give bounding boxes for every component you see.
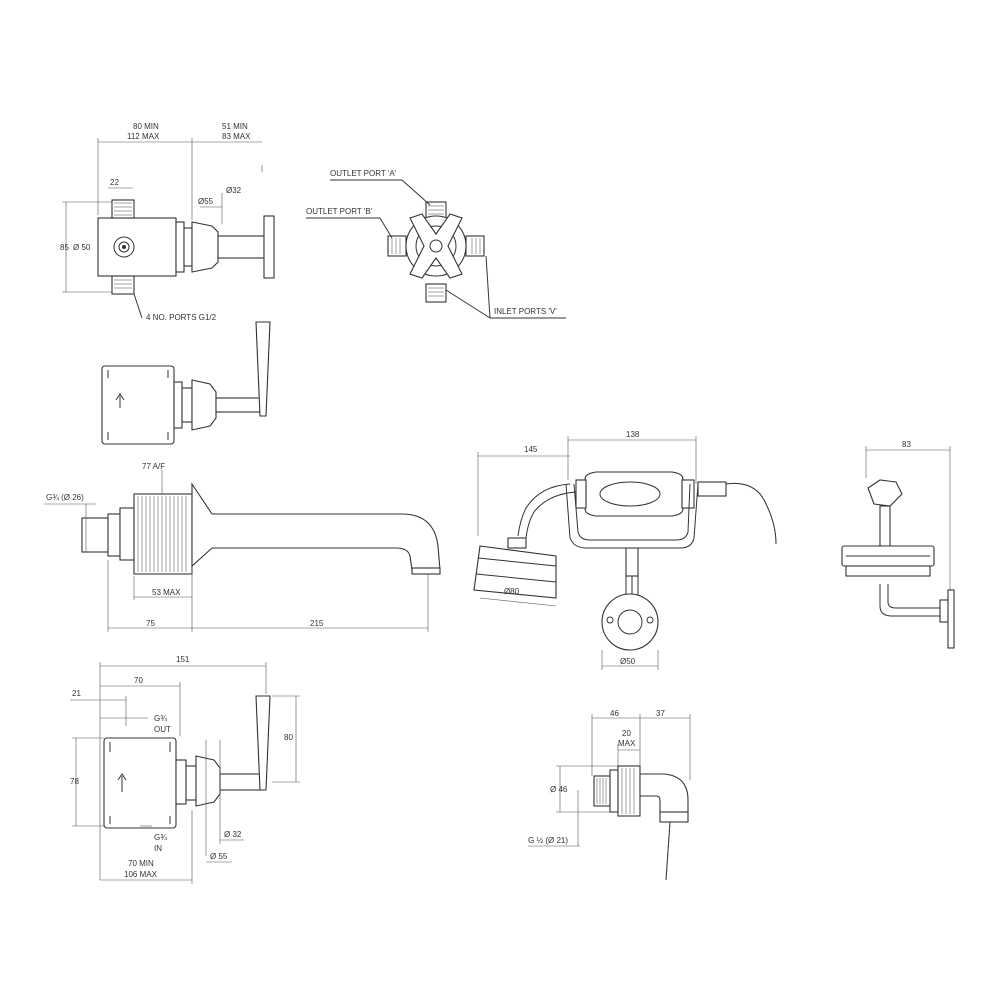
dim-max: 106 MAX [124,870,158,879]
af-label: 77 A/F [142,462,165,471]
dia-55: Ø 55 [210,852,228,861]
handshower-view: 145 138 Ø80 Ø50 [473,430,777,670]
valve-side-view: 80 MIN 112 MAX 51 MIN 83 MAX 22 85 Ø 50 … [60,122,275,322]
dim-70: 70 [134,676,143,685]
dim-20: 20 [622,729,631,738]
ports-note: 4 NO. PORTS G1/2 [146,313,217,322]
wall-elbow-view: 46 37 20 MAX Ø 46 G ½ (Ø 21) [528,709,691,881]
out-label: OUT [154,725,171,734]
dia-32: Ø 32 [224,830,242,839]
inlet-ports-v: INLET PORTS 'V' [494,307,557,316]
cradle-side-view: 83 [841,440,955,649]
lever-valve-view [101,321,271,445]
dim-depth-max: 83 MAX [222,132,251,141]
spout-view: 75 215 53 MAX 77 A/F G¾ (Ø 26) [44,462,441,632]
dim-min: 70 MIN [128,859,154,868]
dia-head: Ø80 [504,587,520,596]
dim-wall: 75 [146,619,155,628]
elbow-thread: G ½ (Ø 21) [528,836,568,845]
dim-max-label: MAX [618,739,636,748]
outlet-port-b: OUTLET PORT 'B' [306,207,373,216]
dim-side-depth: 83 [902,440,911,449]
outlet-port-a: OUTLET PORT 'A' [330,169,397,178]
dim-21: 21 [72,689,81,698]
dim-total: 151 [176,655,190,664]
lever-valve-dimensioned: 151 70 21 G¾ OUT 78 80 G¾ IN Ø 32 Ø 55 [70,655,300,884]
dia-plate: Ø55 [198,197,214,206]
dim-projection: 215 [310,619,324,628]
dim-width-max: 112 MAX [127,132,160,141]
dim-37: 37 [656,709,665,718]
out-thread: G¾ [154,714,167,723]
dim-max-depth: 53 MAX [152,588,181,597]
dim-port-width: 22 [110,178,119,187]
valve-front-view: OUTLET PORT 'A' OUTLET PORT 'B' INLET PO… [306,169,566,319]
dim-80: 80 [284,733,293,742]
dim-78: 78 [70,777,79,786]
dim-46: 46 [610,709,619,718]
dim-width-min: 80 MIN [133,122,159,131]
in-label: IN [154,844,162,853]
dia-stem: Ø32 [226,186,242,195]
dia-rose: Ø50 [620,657,636,666]
dim-handle: 138 [626,430,640,439]
dim-height: 85 [60,243,69,252]
dia-inner: Ø 50 [73,243,91,252]
in-thread: G¾ [154,833,167,842]
dia-46: Ø 46 [550,785,568,794]
dim-depth-min: 51 MIN [222,122,248,131]
dim-reach: 145 [524,445,538,454]
spout-thread: G¾ (Ø 26) [46,493,84,502]
